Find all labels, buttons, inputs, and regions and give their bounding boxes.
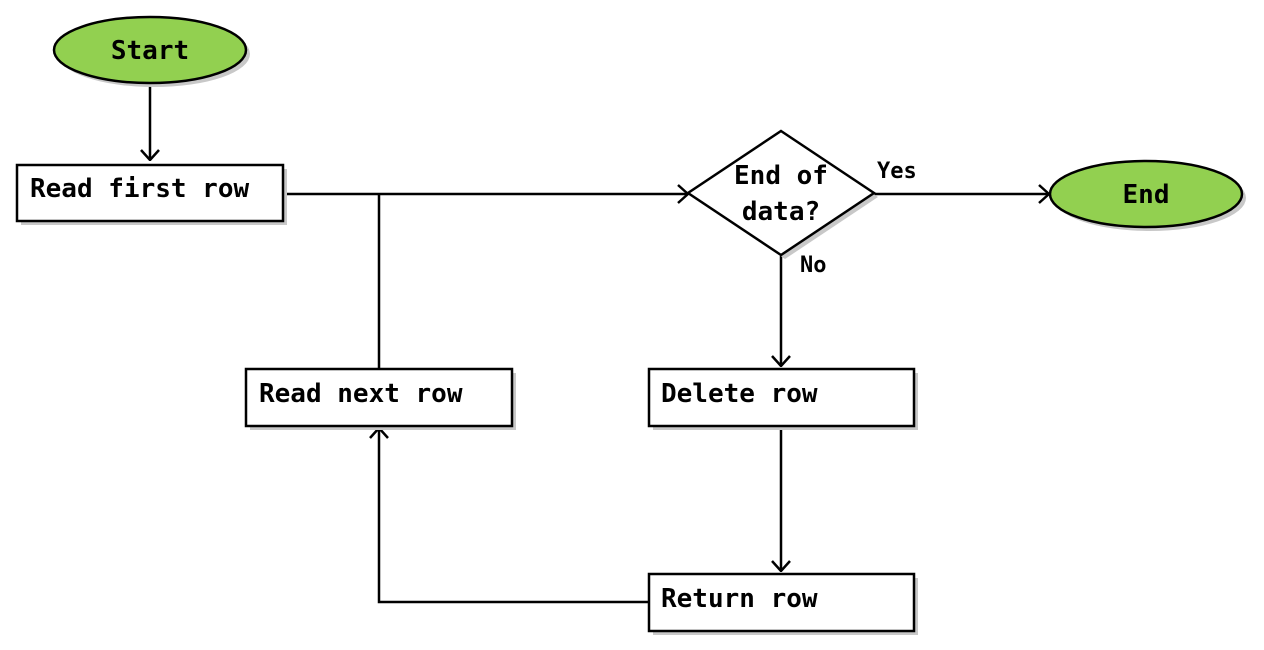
end-node: End — [1048, 159, 1246, 231]
delete-row-label: Delete row — [661, 379, 818, 409]
start-label: Start — [111, 36, 189, 66]
read-next-row-label: Read next row — [259, 379, 463, 409]
delete-row-node: Delete row — [647, 367, 918, 430]
decision-label-line-2: data? — [742, 197, 820, 227]
return-row-label: Return row — [661, 584, 818, 614]
no-edge-label: No — [800, 253, 827, 278]
read-first-row-node: Read first row — [15, 163, 287, 225]
decision-label-line-1: End of — [734, 161, 828, 191]
start-node: Start — [52, 15, 250, 87]
end-label: End — [1123, 180, 1170, 210]
yes-edge-label: Yes — [877, 159, 917, 184]
return-row-node: Return row — [647, 572, 918, 635]
read-first-row-label: Read first row — [30, 174, 249, 204]
read-next-row-node: Read next row — [244, 367, 516, 430]
edge-return-row-to-read-next-row — [379, 428, 649, 604]
end-of-data-decision: End of data? — [685, 129, 878, 259]
